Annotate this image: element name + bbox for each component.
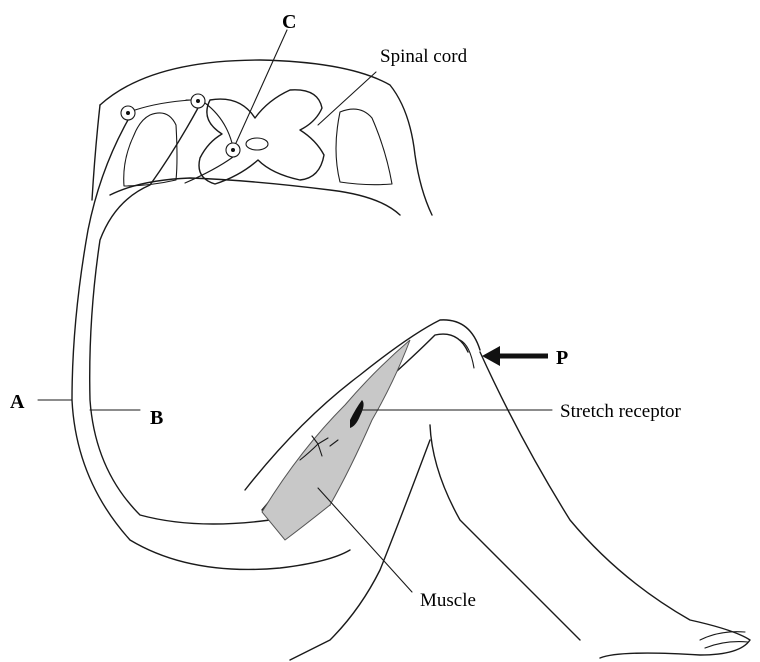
- spinal-cord-section: [92, 60, 432, 215]
- label-p: P: [556, 347, 568, 369]
- central-canal: [246, 138, 268, 150]
- label-c: C: [282, 11, 296, 33]
- label-spinal-cord: Spinal cord: [380, 46, 468, 67]
- label-a: A: [10, 391, 25, 413]
- muscle-shape: [262, 340, 410, 540]
- label-muscle: Muscle: [420, 590, 476, 611]
- label-stretch-receptor: Stretch receptor: [560, 401, 681, 422]
- label-b: B: [150, 407, 163, 429]
- grey-matter: [199, 90, 324, 184]
- arrow-p: [482, 346, 548, 366]
